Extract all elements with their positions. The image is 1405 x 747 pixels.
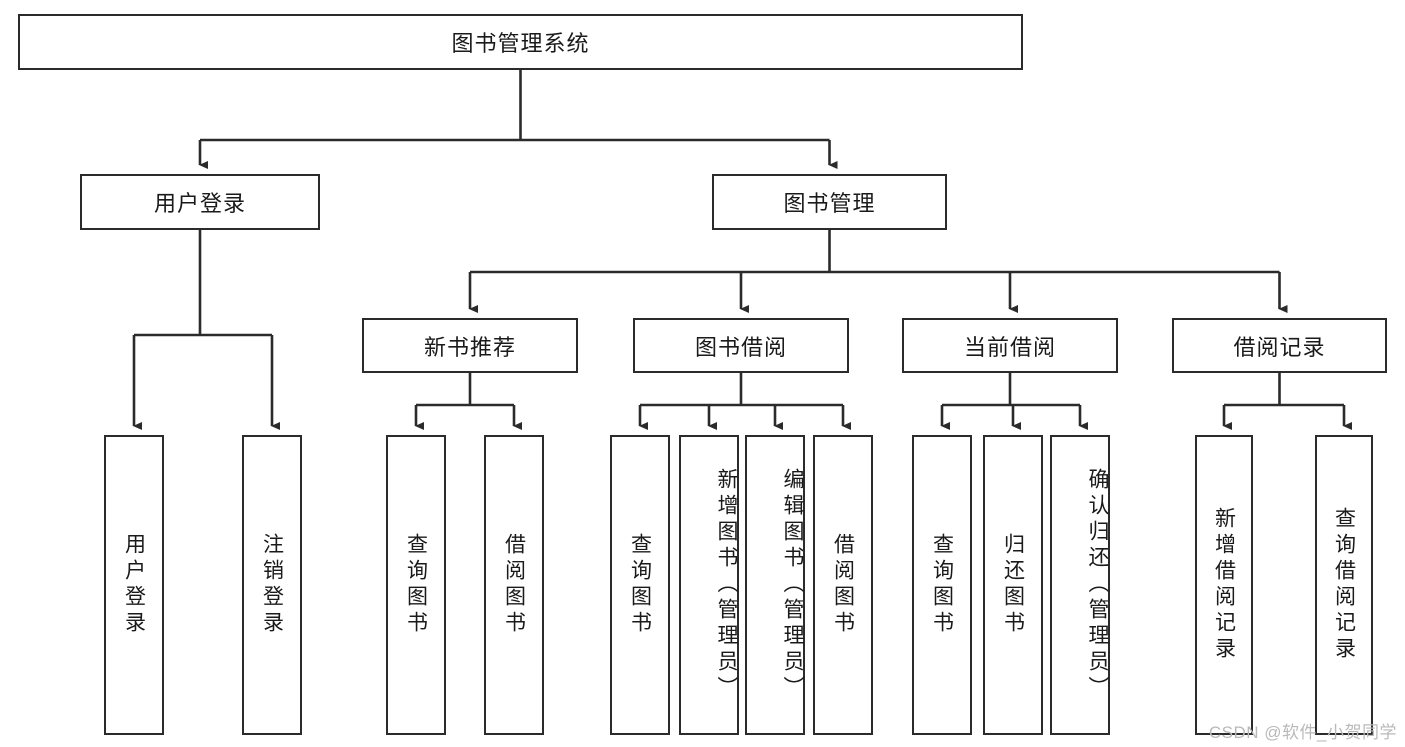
node-label: 图书管理系统 <box>451 31 590 56</box>
node-newbook[interactable]: 新书推荐 <box>362 318 578 373</box>
node-label: 归还图书 <box>1001 533 1025 637</box>
node-label: 图书管理 <box>783 191 876 216</box>
node-label: 借阅图书 <box>831 533 855 637</box>
node-label: 图书借阅 <box>694 334 787 360</box>
node-label: 借阅图书 <box>502 533 526 637</box>
node-label: 确认归还（管理员） <box>1086 468 1109 702</box>
node-leaf-query-book-1[interactable]: 查询图书 <box>386 435 446 735</box>
node-leaf-borrow-book-2[interactable]: 借阅图书 <box>813 435 873 735</box>
node-label: 用户登录 <box>122 533 146 637</box>
node-borrow[interactable]: 图书借阅 <box>633 318 849 373</box>
node-leaf-query-book-3[interactable]: 查询图书 <box>912 435 972 735</box>
node-leaf-add-book[interactable]: 新增图书（管理员） <box>679 435 739 735</box>
node-login[interactable]: 用户登录 <box>80 174 320 230</box>
node-label: 新书推荐 <box>423 334 516 360</box>
node-label: 新增图书（管理员） <box>715 468 738 702</box>
node-leaf-logout[interactable]: 注销登录 <box>242 435 302 735</box>
node-label: 当前借阅 <box>963 334 1056 360</box>
node-sys[interactable]: 图书管理系统 <box>18 14 1023 70</box>
node-leaf-return-book[interactable]: 归还图书 <box>983 435 1043 735</box>
watermark-label: CSDN @软件_小贺同学 <box>1208 723 1397 742</box>
node-label: 用户登录 <box>153 191 246 216</box>
node-label: 查询图书 <box>404 533 428 637</box>
node-leaf-query-book-2[interactable]: 查询图书 <box>610 435 670 735</box>
node-leaf-add-record[interactable]: 新增借阅记录 <box>1195 435 1253 735</box>
node-label: 查询借阅记录 <box>1332 507 1356 663</box>
node-label: 注销登录 <box>260 533 284 637</box>
node-leaf-confirm-return[interactable]: 确认归还（管理员） <box>1050 435 1110 735</box>
node-bookmgmt[interactable]: 图书管理 <box>712 174 947 230</box>
node-label: 编辑图书（管理员） <box>781 468 804 702</box>
node-label: 借阅记录 <box>1233 334 1326 360</box>
node-label: 查询图书 <box>930 533 954 637</box>
node-label: 查询图书 <box>628 533 652 637</box>
edge-group <box>132 70 1352 430</box>
node-leaf-user-login[interactable]: 用户登录 <box>104 435 164 735</box>
node-leaf-edit-book[interactable]: 编辑图书（管理员） <box>745 435 805 735</box>
node-label: 新增借阅记录 <box>1212 507 1236 663</box>
node-leaf-query-record[interactable]: 查询借阅记录 <box>1315 435 1373 735</box>
node-records[interactable]: 借阅记录 <box>1172 318 1387 373</box>
node-current[interactable]: 当前借阅 <box>902 318 1118 373</box>
node-leaf-borrow-book-1[interactable]: 借阅图书 <box>484 435 544 735</box>
